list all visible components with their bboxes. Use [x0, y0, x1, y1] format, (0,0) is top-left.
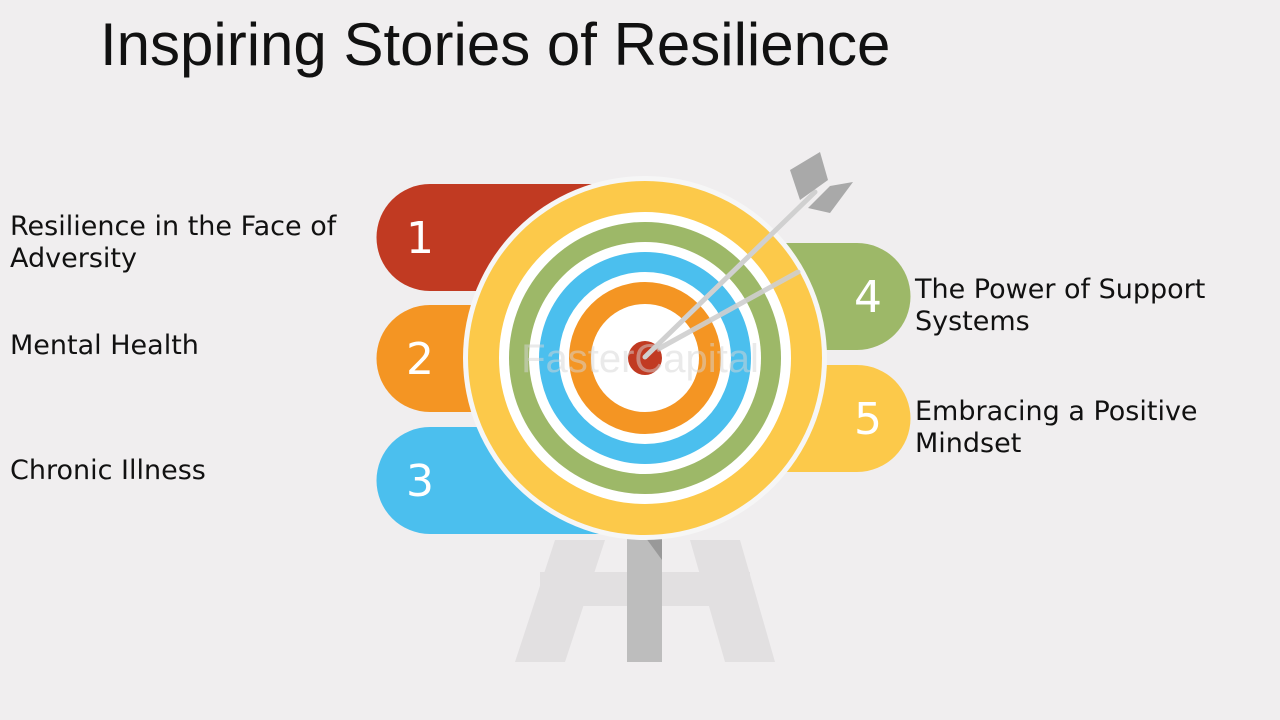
target-stand	[515, 530, 775, 662]
item-3-number: 3	[406, 456, 434, 507]
item-4-label: The Power of Support Systems	[915, 274, 1206, 337]
item-5-label: Embracing a Positive Mindset	[915, 396, 1198, 459]
item-4-number: 4	[854, 272, 882, 323]
slide-title: Inspiring Stories of Resilience	[100, 11, 891, 78]
arrow	[642, 152, 853, 360]
item-1-label: Resilience in the Face of Adversity	[10, 211, 337, 274]
item-2-number: 2	[406, 334, 434, 385]
watermark: FasterCapital	[521, 337, 759, 381]
item-5-number: 5	[854, 394, 882, 445]
item-3-label: Chronic Illness	[10, 455, 206, 486]
item-1-number: 1	[406, 213, 434, 264]
item-2-label: Mental Health	[10, 330, 199, 361]
